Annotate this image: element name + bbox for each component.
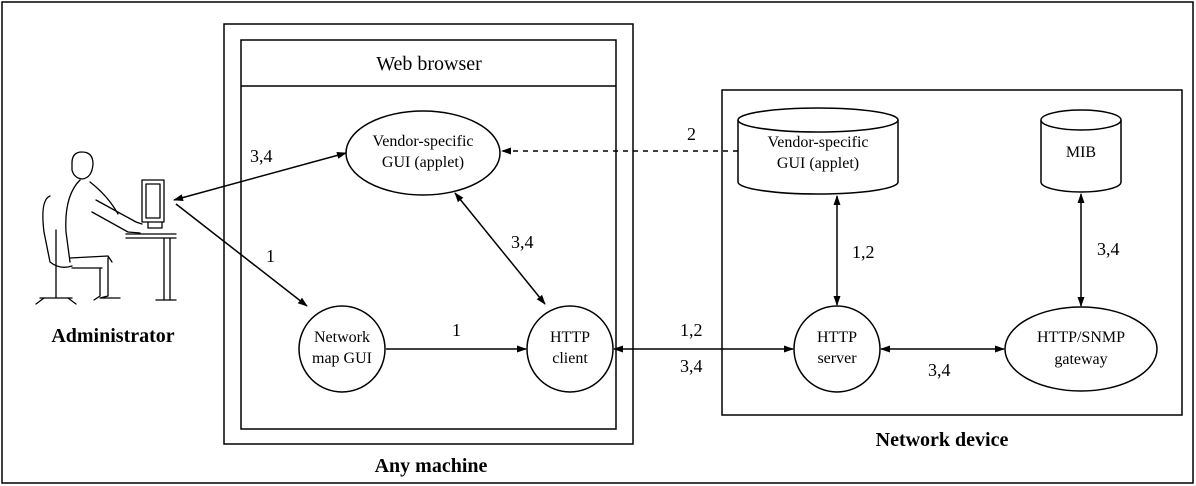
http-client-node: [526, 305, 614, 393]
mib-node: [1040, 109, 1122, 193]
edge-admin-network-map-label: 1: [266, 246, 275, 266]
http-snmp-gateway-line2: gateway: [1054, 351, 1107, 368]
mib-label: MIB: [1066, 144, 1096, 161]
http-server-line2: server: [817, 350, 857, 367]
network-device-frame: [721, 89, 1183, 416]
http-client-line1: HTTP: [550, 329, 590, 346]
vendor-gui-device-line1: Vendor-specific: [768, 134, 869, 151]
vendor-gui-device-node: [737, 107, 899, 195]
edge-http-client-http-server-top-label: 1,2: [680, 320, 703, 340]
edge-mib-gateway-label: 3,4: [1097, 239, 1120, 259]
network-map-gui-node: [298, 305, 386, 393]
http-snmp-gateway-line1: HTTP/SNMP: [1037, 329, 1125, 346]
vendor-gui-device-line2: GUI (applet): [777, 155, 859, 172]
network-map-gui-line1: Network: [314, 329, 370, 346]
edge-vendor-gui-http-client-label: 3,4: [511, 232, 534, 252]
any-machine-frame: [223, 23, 634, 445]
network-device-label: Network device: [876, 429, 1009, 451]
edge-device-gui-http-server-label: 1,2: [852, 242, 875, 262]
edge-device-gui-browser-gui-label: 2: [687, 124, 696, 144]
http-client-line2: client: [552, 350, 588, 367]
edge-http-client-http-server-bottom-label: 3,4: [680, 356, 703, 376]
edge-vendor-gui-http-client: [454, 192, 546, 305]
vendor-gui-browser-line1: Vendor-specific: [373, 133, 474, 150]
edge-admin-vendor-gui-label: 3,4: [250, 146, 273, 166]
edge-server-gateway-label: 3,4: [928, 360, 951, 380]
edge-network-map-http-client-label: 1: [452, 320, 461, 340]
edge-admin-vendor-gui: [173, 151, 347, 202]
http-server-line1: HTTP: [817, 329, 857, 346]
administrator-label: Administrator: [51, 325, 174, 347]
any-machine-label: Any machine: [375, 455, 488, 477]
edge-admin-network-map: [175, 203, 308, 307]
network-map-gui-line2: map GUI: [312, 350, 372, 367]
http-snmp-gateway-node: [1004, 306, 1158, 392]
http-server-node: [793, 305, 881, 393]
web-browser-title: Web browser: [376, 53, 482, 75]
administrator-icon: [35, 151, 177, 305]
vendor-gui-browser-node: [345, 110, 501, 196]
vendor-gui-browser-line2: GUI (applet): [382, 154, 464, 171]
web-browser-frame: [240, 39, 617, 430]
